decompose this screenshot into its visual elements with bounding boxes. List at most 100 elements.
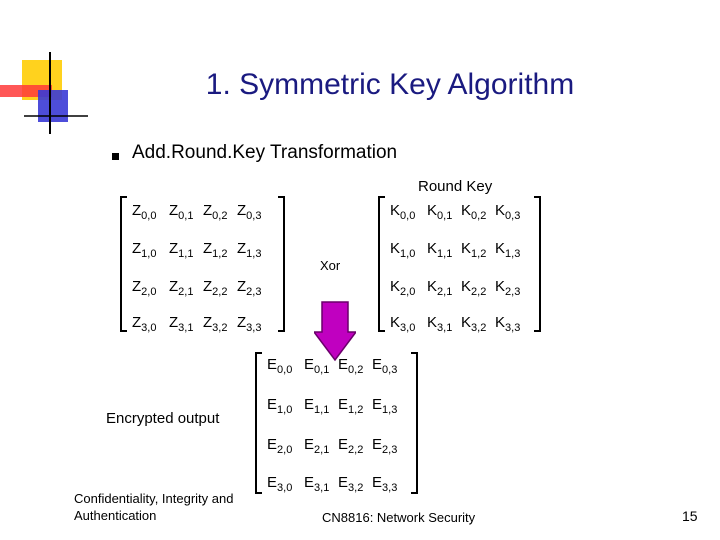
- cell-letter: Z: [237, 202, 247, 219]
- cell-subscript: 3,3: [382, 482, 398, 494]
- cell-subscript: 3,0: [400, 322, 416, 334]
- cell-letter: E: [267, 436, 278, 453]
- cell-letter: K: [427, 278, 438, 295]
- left-bracket: [120, 196, 127, 332]
- cell-letter: E: [338, 396, 349, 413]
- cell-letter: K: [495, 314, 506, 331]
- cell-subscript: 0,2: [471, 210, 487, 222]
- cell-subscript: 2,3: [246, 286, 262, 298]
- right-bracket: [278, 196, 285, 332]
- cell-letter: E: [267, 474, 278, 491]
- matrix-cell: E2,0: [267, 436, 292, 456]
- matrix-cell: K1,1: [427, 240, 452, 260]
- cell-subscript: 1,2: [212, 248, 228, 260]
- matrix-cell: E3,1: [304, 474, 329, 494]
- matrix-cell: K3,0: [390, 314, 415, 334]
- matrix-cell: E1,2: [338, 396, 363, 416]
- cell-letter: K: [427, 202, 438, 219]
- cell-letter: Z: [203, 314, 213, 331]
- matrix-cell: K3,2: [461, 314, 486, 334]
- matrix-cell: Z1,0: [132, 240, 156, 260]
- cell-letter: Z: [132, 240, 142, 257]
- cell-subscript: 1,1: [314, 404, 330, 416]
- matrix-cell: E1,1: [304, 396, 329, 416]
- matrix-cell: Z2,3: [237, 278, 261, 298]
- cell-letter: K: [390, 314, 401, 331]
- down-arrow-icon: [314, 301, 356, 362]
- cell-subscript: 0,1: [314, 364, 330, 376]
- left-bracket: [378, 196, 385, 332]
- cell-subscript: 2,0: [141, 286, 157, 298]
- matrix-cell: K3,1: [427, 314, 452, 334]
- matrix-cell: K3,3: [495, 314, 520, 334]
- cell-letter: K: [461, 240, 472, 257]
- cell-subscript: 1,3: [382, 404, 398, 416]
- cell-letter: K: [461, 278, 472, 295]
- cell-subscript: 0,3: [382, 364, 398, 376]
- cell-subscript: 1,2: [471, 248, 487, 260]
- cell-subscript: 3,1: [178, 322, 194, 334]
- matrix-cell: E0,0: [267, 356, 292, 376]
- cell-letter: Z: [203, 202, 213, 219]
- cell-letter: Z: [203, 240, 213, 257]
- cell-letter: K: [495, 202, 506, 219]
- cell-letter: E: [338, 356, 349, 373]
- cell-letter: K: [390, 202, 401, 219]
- round-key-label: Round Key: [418, 178, 493, 195]
- cell-subscript: 1,3: [505, 248, 521, 260]
- cell-subscript: 2,3: [382, 444, 398, 456]
- cell-subscript: 3,1: [314, 482, 330, 494]
- cell-subscript: 1,2: [348, 404, 364, 416]
- matrix-cell: E3,3: [372, 474, 397, 494]
- cell-subscript: 3,0: [277, 482, 293, 494]
- cell-subscript: 0,3: [505, 210, 521, 222]
- left-bracket: [255, 352, 262, 494]
- matrix-cell: E1,3: [372, 396, 397, 416]
- matrix-cell: K1,2: [461, 240, 486, 260]
- slide-subtitle: Add.Round.Key Transformation: [132, 142, 398, 163]
- cell-subscript: 0,2: [348, 364, 364, 376]
- cell-subscript: 2,2: [471, 286, 487, 298]
- cell-subscript: 0,0: [141, 210, 157, 222]
- cell-letter: Z: [237, 314, 247, 331]
- matrix-cell: K2,1: [427, 278, 452, 298]
- cell-subscript: 3,3: [505, 322, 521, 334]
- footer-center: CN8816: Network Security: [322, 510, 476, 525]
- xor-label: Xor: [320, 258, 341, 273]
- cell-subscript: 2,0: [400, 286, 416, 298]
- decorative-logo-icon: [0, 52, 88, 134]
- matrix-cell: Z0,1: [169, 202, 193, 222]
- cell-letter: Z: [169, 240, 179, 257]
- cell-subscript: 1,0: [277, 404, 293, 416]
- bullet-marker: [112, 153, 119, 160]
- cell-letter: E: [267, 396, 278, 413]
- encrypted-output-label: Encrypted output: [106, 410, 220, 427]
- matrix-cell: E1,0: [267, 396, 292, 416]
- matrix-cell: Z3,3: [237, 314, 261, 334]
- cell-subscript: 3,3: [246, 322, 262, 334]
- slide-title: 1. Symmetric Key Algorithm: [205, 68, 575, 101]
- cell-letter: E: [304, 436, 315, 453]
- matrix-cell: K2,3: [495, 278, 520, 298]
- cell-letter: E: [338, 436, 349, 453]
- cell-letter: K: [390, 240, 401, 257]
- matrix-cell: E0,1: [304, 356, 329, 376]
- matrix-cell: Z3,1: [169, 314, 193, 334]
- cell-letter: Z: [132, 278, 142, 295]
- matrix-cell: K1,3: [495, 240, 520, 260]
- cell-subscript: 2,2: [212, 286, 228, 298]
- cell-letter: E: [304, 474, 315, 491]
- cell-letter: K: [495, 240, 506, 257]
- cell-letter: Z: [237, 240, 247, 257]
- cell-letter: E: [372, 356, 383, 373]
- cell-letter: E: [372, 436, 383, 453]
